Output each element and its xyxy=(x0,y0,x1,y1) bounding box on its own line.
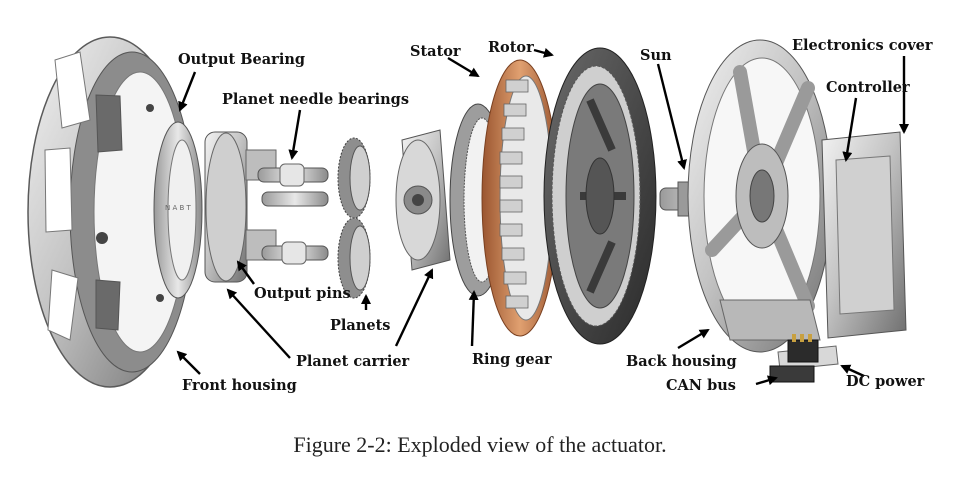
label-output-pins: Output pins xyxy=(254,285,351,302)
svg-text:N A B T: N A B T xyxy=(165,204,192,212)
output-bearing-part: N A B T xyxy=(153,121,203,299)
annotation-arrows xyxy=(176,48,909,386)
label-planet-carrier: Planet carrier xyxy=(296,353,410,370)
label-dc-power: DC power xyxy=(846,373,925,390)
rotor-part xyxy=(543,47,657,345)
label-sun: Sun xyxy=(640,47,672,64)
planet-carrier-rear-part xyxy=(395,129,451,271)
controller-part xyxy=(821,131,907,339)
label-stator: Stator xyxy=(410,43,461,60)
figure-caption: Figure 2-2: Exploded view of the actuato… xyxy=(293,432,666,457)
connectors-part xyxy=(769,334,839,383)
output-pins-part xyxy=(257,163,329,265)
label-front-housing: Front housing xyxy=(182,377,297,394)
label-ring-gear: Ring gear xyxy=(472,351,552,368)
planet-carrier-front-part xyxy=(204,131,277,283)
front-housing-part xyxy=(27,36,195,388)
label-planet-needle-bearings: Planet needle bearings xyxy=(222,91,409,108)
label-rotor: Rotor xyxy=(488,39,534,56)
stator-part xyxy=(481,59,559,337)
label-can-bus: CAN bus xyxy=(666,377,736,394)
label-controller: Controller xyxy=(826,79,910,96)
label-back-housing: Back housing xyxy=(626,353,737,370)
label-planets: Planets xyxy=(330,317,390,334)
label-output-bearing: Output Bearing xyxy=(178,51,305,68)
label-electronics-cover: Electronics cover xyxy=(792,37,933,54)
back-housing-part xyxy=(687,39,833,353)
planets-part xyxy=(337,137,371,299)
